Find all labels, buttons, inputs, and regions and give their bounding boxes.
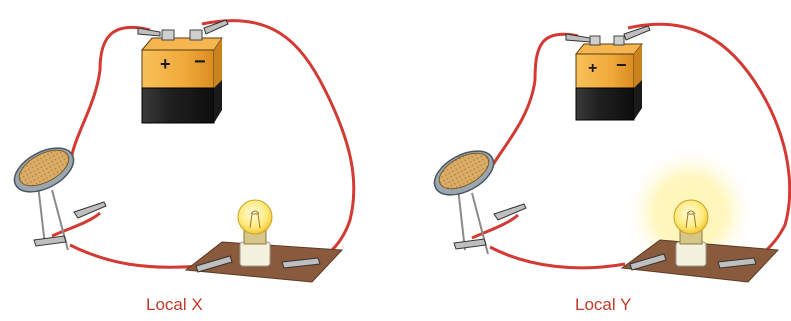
- wire: [70, 27, 150, 170]
- light-bulb: [238, 200, 272, 234]
- wire: [490, 247, 625, 268]
- light-dependent-resistor: [7, 139, 80, 250]
- battery: + −: [576, 36, 642, 120]
- battery-terminal-positive: [590, 36, 600, 45]
- bulb-socket: [240, 242, 270, 266]
- battery-minus-symbol: −: [616, 55, 627, 75]
- battery: + −: [142, 30, 222, 123]
- battery-plus-symbol: +: [160, 54, 171, 74]
- caption-local-x: Local X: [146, 295, 203, 315]
- light-dependent-resistor: [427, 142, 500, 254]
- circuit-local-y: + −: [427, 24, 789, 282]
- battery-plus-symbol: +: [588, 60, 597, 77]
- battery-terminal-negative: [190, 30, 202, 40]
- wire: [70, 245, 200, 267]
- wire: [490, 34, 578, 170]
- alligator-clip: [34, 202, 106, 246]
- alligator-clip: [454, 204, 526, 249]
- light-bulb: [674, 200, 708, 234]
- circuit-local-x: + −: [7, 20, 354, 282]
- battery-terminal-negative: [614, 36, 624, 45]
- bulb-socket: [676, 242, 706, 266]
- battery-terminal-positive: [162, 30, 174, 40]
- battery-minus-symbol: −: [194, 51, 206, 73]
- alligator-clip: [566, 26, 650, 42]
- caption-local-y: Local Y: [575, 295, 631, 315]
